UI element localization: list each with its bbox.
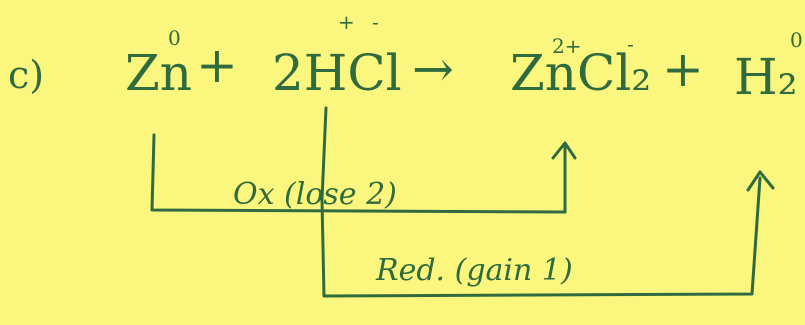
reduction-annotation: Red. (gain 1) <box>376 253 573 288</box>
zn-product-oxidation-number: 2+ <box>552 34 582 58</box>
h-oxidation-number: + <box>338 10 355 34</box>
oxidation-annotation: Ox (lose 2) <box>233 177 397 212</box>
plus-sign-1: + <box>196 36 238 94</box>
part-label: c) <box>8 53 45 97</box>
h2-oxidation-number: 0 <box>790 28 803 52</box>
oxidation-arrowhead <box>551 141 577 160</box>
cl-oxidation-number: - <box>372 10 379 34</box>
h2-product: H₂ <box>734 48 798 106</box>
zn-oxidation-number: 0 <box>168 26 181 50</box>
reduction-bracket <box>320 106 762 298</box>
reduction-arrowhead <box>746 170 775 192</box>
zncl2-product: ZnCl₂ <box>510 44 652 102</box>
hcl-reactant: 2HCl <box>272 44 402 102</box>
cl-product-oxidation-number: - <box>627 32 634 56</box>
zn-reactant: Zn <box>125 44 192 102</box>
plus-sign-2: + <box>662 40 704 98</box>
oxidation-bracket <box>150 133 567 214</box>
reaction-arrow: → <box>412 40 454 98</box>
